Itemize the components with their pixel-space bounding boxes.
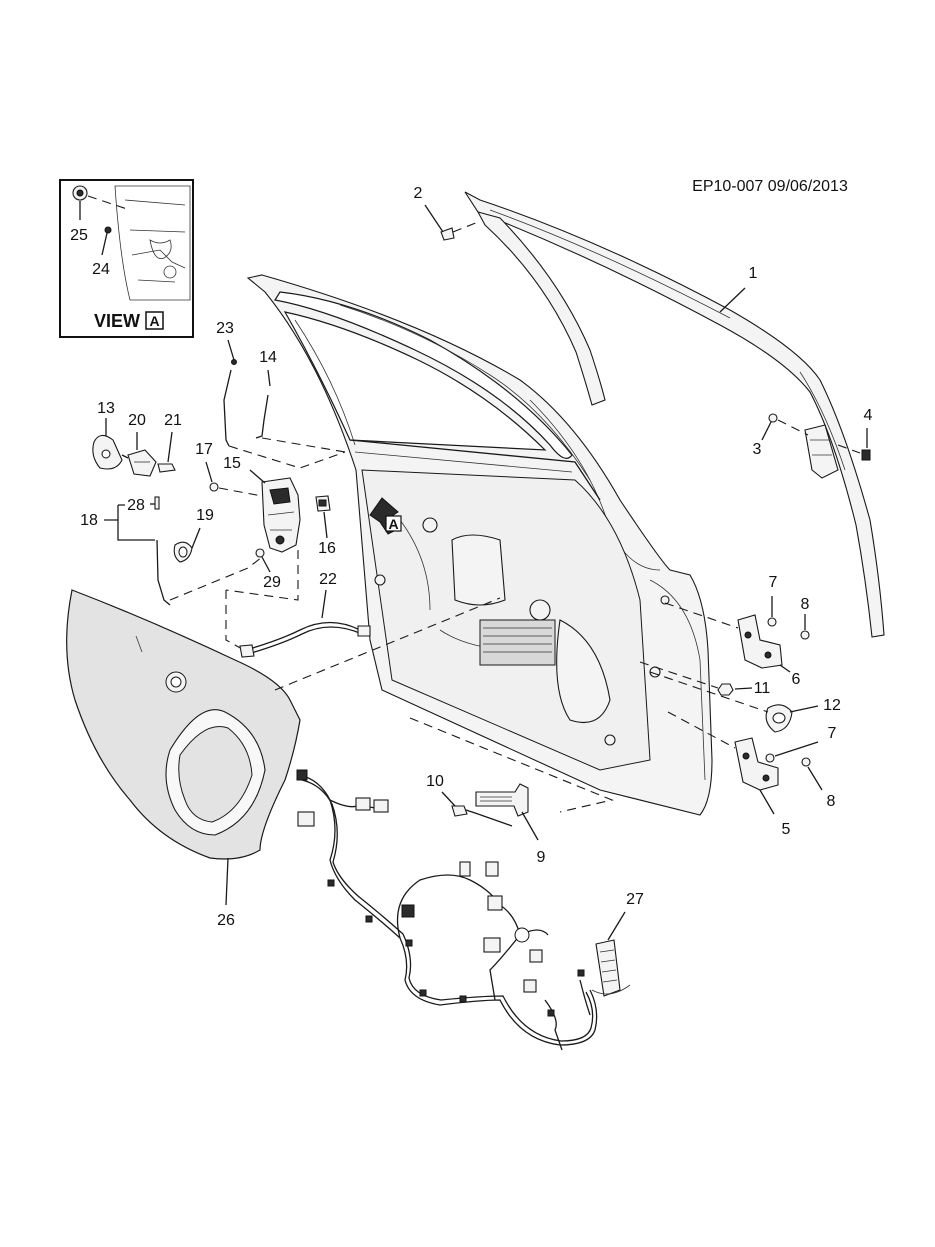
- screw-3-icon: [768, 413, 778, 423]
- callout-24: 24: [92, 261, 110, 278]
- callout-15: 15: [223, 455, 241, 472]
- view-letter: A: [149, 313, 159, 329]
- clip-24-icon: [104, 226, 112, 234]
- callout-6: 6: [792, 671, 801, 688]
- callout-23: 23: [216, 320, 234, 337]
- screw-21-icon: [157, 431, 176, 473]
- callout-4: 4: [864, 407, 873, 424]
- callout-10: 10: [426, 773, 444, 790]
- callout-9: 9: [537, 849, 546, 866]
- callout-26: 26: [217, 912, 235, 929]
- connector-27: [591, 911, 631, 997]
- cylinder-20: [121, 432, 157, 477]
- callout-14: 14: [259, 349, 277, 366]
- reference-code: EP10-007 09/06/2013: [692, 178, 848, 195]
- arrow-letter: A: [388, 516, 398, 532]
- wiring-harness: [296, 769, 598, 1051]
- callout-19: 19: [196, 507, 214, 524]
- view-a-inset: 25 24 VIEW A: [59, 179, 194, 338]
- door-latch-15: [249, 469, 301, 553]
- callout-18: 18: [80, 512, 98, 529]
- callout-5: 5: [782, 821, 791, 838]
- callout-13: 13: [97, 400, 115, 417]
- bolt-7-lower-icon: [765, 753, 775, 763]
- grommet-12-icon: [649, 671, 819, 733]
- callout-2: 2: [414, 185, 423, 202]
- callout-11: 11: [754, 680, 771, 697]
- callout-22: 22: [319, 571, 337, 588]
- switch-16-icon: [315, 495, 331, 539]
- window-regulator: [479, 619, 556, 666]
- callout-8-upper: 8: [801, 596, 810, 613]
- callout-1: 1: [749, 265, 758, 282]
- nut-11-icon: [639, 661, 753, 696]
- bolt-17-icon: [205, 461, 263, 497]
- callout-12: 12: [823, 697, 841, 714]
- callout-17: 17: [195, 441, 213, 458]
- screw-29-icon: [255, 548, 271, 573]
- upper-hinge: [664, 596, 810, 673]
- callout-21: 21: [164, 412, 182, 429]
- door-frame-weatherstrip: [464, 191, 885, 638]
- screw-2-icon: [424, 204, 479, 241]
- callout-29: 29: [263, 574, 281, 591]
- callout-7-lower: 7: [828, 725, 837, 742]
- nut-8-lower-icon: [801, 757, 811, 767]
- callout-25: 25: [70, 227, 88, 244]
- handle-bezel-13: [92, 418, 123, 470]
- clip-4-icon: [861, 449, 871, 461]
- rod-18: [104, 504, 263, 606]
- callout-16: 16: [318, 540, 336, 557]
- grommet-19-icon: [173, 527, 201, 563]
- cable-22: [225, 550, 371, 658]
- pin-28-icon: [150, 496, 160, 510]
- rod-14: [228, 369, 346, 469]
- bolt-10-icon: [441, 791, 513, 827]
- door-shell: A: [246, 274, 713, 816]
- lower-hinge: [667, 711, 823, 815]
- view-label: VIEW: [94, 311, 140, 331]
- callout-7-upper: 7: [769, 574, 778, 591]
- nut-8-upper-icon: [800, 630, 810, 640]
- callout-3: 3: [753, 441, 762, 458]
- callout-27: 27: [626, 891, 644, 908]
- callout-28: 28: [127, 497, 145, 514]
- rod-23: [223, 339, 237, 447]
- callout-8-lower: 8: [827, 793, 836, 810]
- door-check-9: [409, 717, 614, 841]
- channel-bracket: [761, 413, 871, 479]
- water-deflector-26: [66, 589, 501, 906]
- callout-20: 20: [128, 412, 146, 429]
- bolt-7-upper-icon: [767, 617, 777, 627]
